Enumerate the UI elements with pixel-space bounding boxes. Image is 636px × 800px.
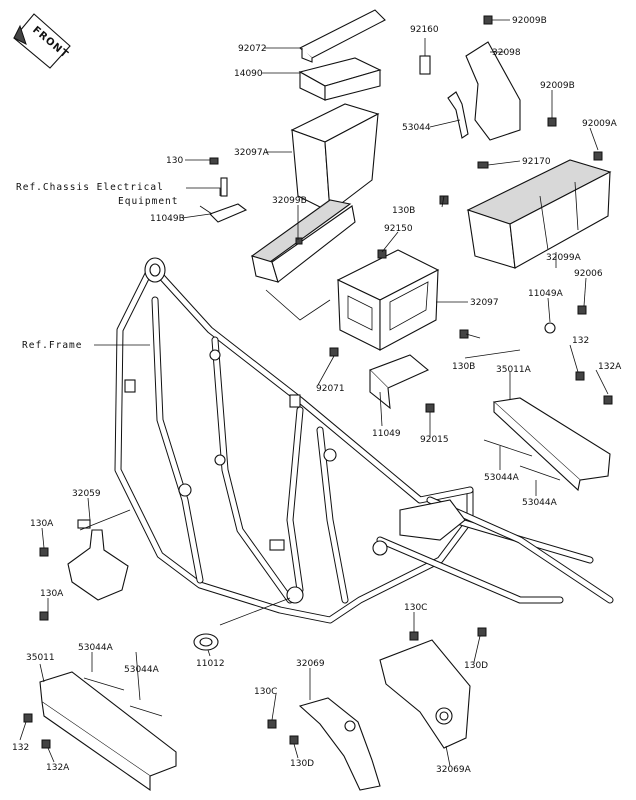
left-bracket	[39, 519, 129, 621]
label-132-left: 132	[12, 743, 29, 753]
ref-frame: Ref.Frame	[22, 340, 82, 351]
battery-tray-left	[250, 199, 356, 283]
label-35011A: 35011A	[496, 365, 532, 375]
label-92150: 92150	[384, 224, 413, 234]
side-cover-stay	[447, 91, 469, 139]
label-35011: 35011	[26, 653, 55, 663]
label-32098: 32098	[492, 48, 521, 58]
label-92009B-top: 92009B	[512, 16, 547, 26]
label-130C-2: 130C	[404, 603, 427, 613]
label-32059: 32059	[72, 489, 101, 499]
fuse-block	[419, 55, 431, 75]
front-arrow-icon: FRONT	[13, 13, 71, 69]
label-130C-1: 130C	[254, 687, 277, 697]
label-32069: 32069	[296, 659, 325, 669]
label-130D-2: 130D	[464, 661, 488, 671]
label-32069A: 32069A	[436, 765, 472, 775]
label-11049A: 11049A	[528, 289, 564, 299]
label-130D-1: 130D	[290, 759, 314, 769]
grommet	[193, 633, 219, 651]
ref-chassis-line1: Ref.Chassis Electrical	[16, 182, 164, 193]
label-92170: 92170	[522, 157, 551, 167]
footrest-bracket-right	[379, 627, 487, 749]
battery-box	[336, 249, 440, 351]
label-14090: 14090	[234, 69, 263, 79]
label-53044A-left-1: 53044A	[78, 643, 114, 653]
label-32099A: 32099A	[546, 253, 582, 263]
fastener-bolts	[208, 15, 613, 413]
label-132A-left: 132A	[46, 763, 70, 773]
label-132A-right: 132A	[598, 362, 622, 372]
label-130B-mid: 130B	[452, 362, 475, 372]
label-53044A-left-2: 53044A	[124, 665, 160, 675]
label-92009A: 92009A	[582, 119, 618, 129]
footrest-bracket-left	[267, 697, 381, 791]
label-130-top: 130	[166, 156, 183, 166]
label-32097: 32097	[470, 298, 499, 308]
battery-strap	[299, 9, 386, 63]
label-32097A: 32097A	[234, 148, 270, 158]
battery-pad	[298, 57, 382, 101]
label-92072: 92072	[238, 44, 267, 54]
label-92160-top: 92160	[410, 25, 439, 35]
label-92071: 92071	[316, 384, 345, 394]
main-frame	[114, 257, 614, 624]
right-side-plate	[483, 397, 611, 492]
label-11049: 11049	[372, 429, 401, 439]
label-130A-1: 130A	[30, 519, 54, 529]
label-92015: 92015	[420, 435, 449, 445]
label-32099B: 32099B	[272, 196, 307, 206]
label-53044: 53044	[402, 123, 431, 133]
leader-lines	[19, 19, 609, 767]
label-11049B: 11049B	[150, 214, 185, 224]
ref-chassis-line2: Equipment	[118, 196, 178, 207]
battery-bracket	[369, 354, 430, 410]
battery-case	[290, 103, 380, 214]
label-92009B-mid: 92009B	[540, 81, 575, 91]
label-53044A-right-2: 53044A	[522, 498, 558, 508]
label-92006: 92006	[574, 269, 603, 279]
label-53044A-right-1: 53044A	[484, 473, 520, 483]
electrical-box	[466, 159, 612, 269]
left-side-plate	[23, 671, 177, 792]
label-130A-2: 130A	[40, 589, 64, 599]
label-130B-top: 130B	[392, 206, 415, 216]
label-132-right: 132	[572, 336, 589, 346]
label-11012: 11012	[196, 659, 225, 669]
